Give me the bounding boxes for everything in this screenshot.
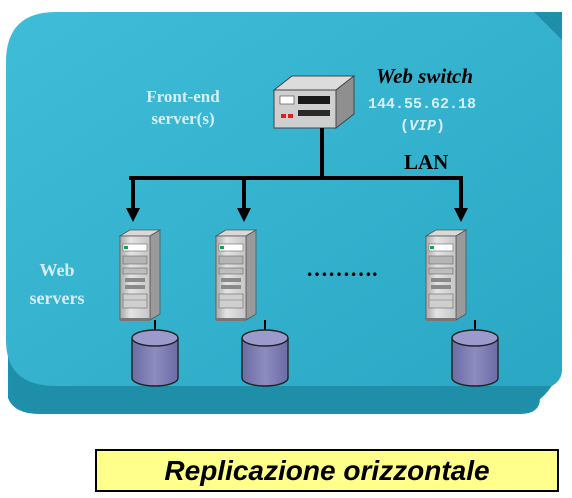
caption-text: Replicazione orizzontale bbox=[164, 454, 490, 486]
web-server-2 bbox=[215, 229, 257, 322]
lan-arrows bbox=[126, 208, 468, 222]
front-end-label-line1: Front-end bbox=[146, 87, 220, 106]
vip-label: (VIP) bbox=[400, 118, 445, 135]
web-switch-label: Web switch bbox=[376, 64, 474, 88]
vip-text: VIP bbox=[409, 118, 437, 135]
ellipsis-more-servers: ………. bbox=[306, 256, 378, 281]
lan-label: LAN bbox=[404, 150, 449, 174]
web-servers-label-line1: Web bbox=[39, 260, 75, 280]
web-servers-label-line2: servers bbox=[29, 288, 85, 308]
disk-icon-3 bbox=[451, 329, 499, 387]
vip-close: ) bbox=[436, 118, 446, 135]
lan-bus bbox=[129, 128, 463, 208]
web-servers-label: Web servers bbox=[14, 256, 100, 312]
disk-icon-2 bbox=[241, 329, 289, 387]
front-end-label: Front-end server(s) bbox=[118, 86, 248, 130]
disk-icon-1 bbox=[131, 329, 179, 387]
vip-open: ( bbox=[400, 118, 410, 135]
web-switch-icon bbox=[272, 74, 356, 130]
ip-address: 144.55.62.18 bbox=[368, 96, 477, 113]
web-server-1 bbox=[119, 229, 161, 322]
caption-box: Replicazione orizzontale bbox=[95, 449, 559, 492]
front-end-label-line2: server(s) bbox=[151, 109, 215, 128]
web-server-3 bbox=[425, 229, 467, 322]
